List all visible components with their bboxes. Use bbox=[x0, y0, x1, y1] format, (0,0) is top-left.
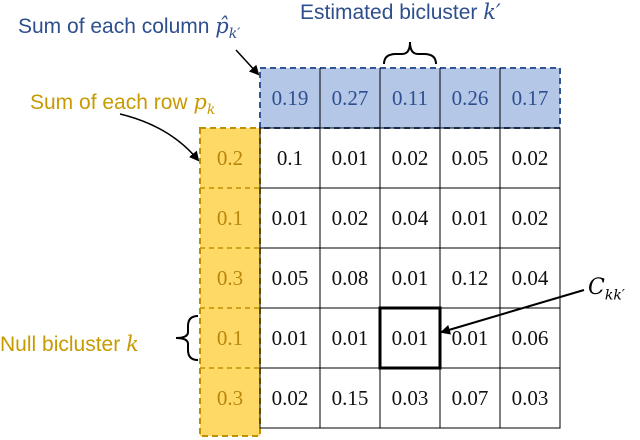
matrix-cell: 0.01 bbox=[451, 325, 489, 350]
matrix-cell: 0.01 bbox=[271, 325, 309, 350]
highlighted-cell-box bbox=[378, 306, 442, 370]
matrix-cell: 0.15 bbox=[331, 385, 369, 410]
matrix-cell: 0.04 bbox=[391, 205, 429, 230]
matrix-cell: 0.06 bbox=[511, 325, 549, 350]
matrix-cell: 0.01 bbox=[391, 265, 429, 290]
matrix-cell: 0.07 bbox=[451, 385, 489, 410]
matrix-cell: 0.02 bbox=[271, 385, 309, 410]
null-bicluster-text: Null bicluster bbox=[0, 333, 121, 356]
matrix-cell: 0.03 bbox=[391, 385, 429, 410]
matrix-cell: 0.02 bbox=[391, 145, 429, 170]
matrix-cell: 0.05 bbox=[271, 265, 309, 290]
column-sum-value: 0.27 bbox=[331, 85, 369, 110]
row-sum-separators bbox=[200, 187, 260, 369]
cell-label-arrow bbox=[440, 289, 585, 335]
column-sum-value: 0.19 bbox=[271, 85, 309, 110]
row-sum-value: 0.1 bbox=[216, 325, 244, 350]
cell-label: Ckk′ bbox=[588, 275, 625, 304]
null-bicluster-label: Null bicluster k bbox=[0, 332, 139, 356]
column-sum-value: 0.17 bbox=[511, 85, 549, 110]
matrix-cell: 0.01 bbox=[331, 325, 369, 350]
matrix-cell: 0.01 bbox=[331, 145, 369, 170]
row-sum-subscript: k bbox=[206, 102, 216, 119]
column-sum-band bbox=[259, 67, 561, 129]
estimated-bicluster-symbol: k′ bbox=[483, 0, 501, 24]
column-sum-label-text: Sum of each column bbox=[18, 15, 210, 38]
matrix-cell: 0.03 bbox=[511, 385, 549, 410]
cell-label-subscript: kk′ bbox=[604, 287, 625, 304]
matrix-cell: 0.02 bbox=[331, 205, 369, 230]
column-sum-arrow bbox=[235, 49, 260, 76]
column-sum-label: Sum of each column p̂k′ bbox=[18, 14, 241, 43]
matrix-cell: 0.08 bbox=[331, 265, 369, 290]
matrix-cell: 0.02 bbox=[511, 145, 549, 170]
matrix-cell: 0.05 bbox=[451, 145, 489, 170]
row-sum-value: 0.3 bbox=[216, 265, 244, 290]
row-sum-label-text: Sum of each row bbox=[30, 91, 188, 114]
row-sum-label: Sum of each row pk bbox=[30, 90, 216, 119]
row-sum-band bbox=[199, 127, 261, 437]
matrix-cell-highlighted: 0.01 bbox=[391, 325, 429, 350]
row-sum-value: 0.1 bbox=[216, 205, 244, 230]
column-sum-value: 0.11 bbox=[392, 85, 428, 110]
row-sum-symbol: p bbox=[193, 90, 207, 114]
matrix-cell: 0.01 bbox=[451, 205, 489, 230]
matrix-cell: 0.04 bbox=[511, 265, 549, 290]
matrix-cell: 0.02 bbox=[511, 205, 549, 230]
column-sum-symbol: p̂ bbox=[215, 14, 229, 38]
row-sum-value: 0.2 bbox=[216, 145, 244, 170]
estimated-bicluster-text: Estimated bicluster bbox=[300, 1, 478, 24]
null-bicluster-symbol: k bbox=[126, 332, 139, 356]
estimated-bicluster-label: Estimated bicluster k′ bbox=[300, 0, 501, 24]
matrix-cell: 0.12 bbox=[451, 265, 489, 290]
matrix-cell: 0.01 bbox=[271, 205, 309, 230]
column-sum-subscript: k′ bbox=[228, 26, 241, 43]
row-sum-value: 0.3 bbox=[216, 385, 244, 410]
estimated-bicluster-brace bbox=[383, 41, 437, 65]
cell-label-symbol: C bbox=[588, 275, 605, 300]
null-bicluster-brace bbox=[175, 315, 199, 361]
column-sum-value: 0.26 bbox=[451, 85, 489, 110]
row-sum-arrow bbox=[119, 113, 200, 162]
matrix-cell: 0.1 bbox=[276, 145, 304, 170]
